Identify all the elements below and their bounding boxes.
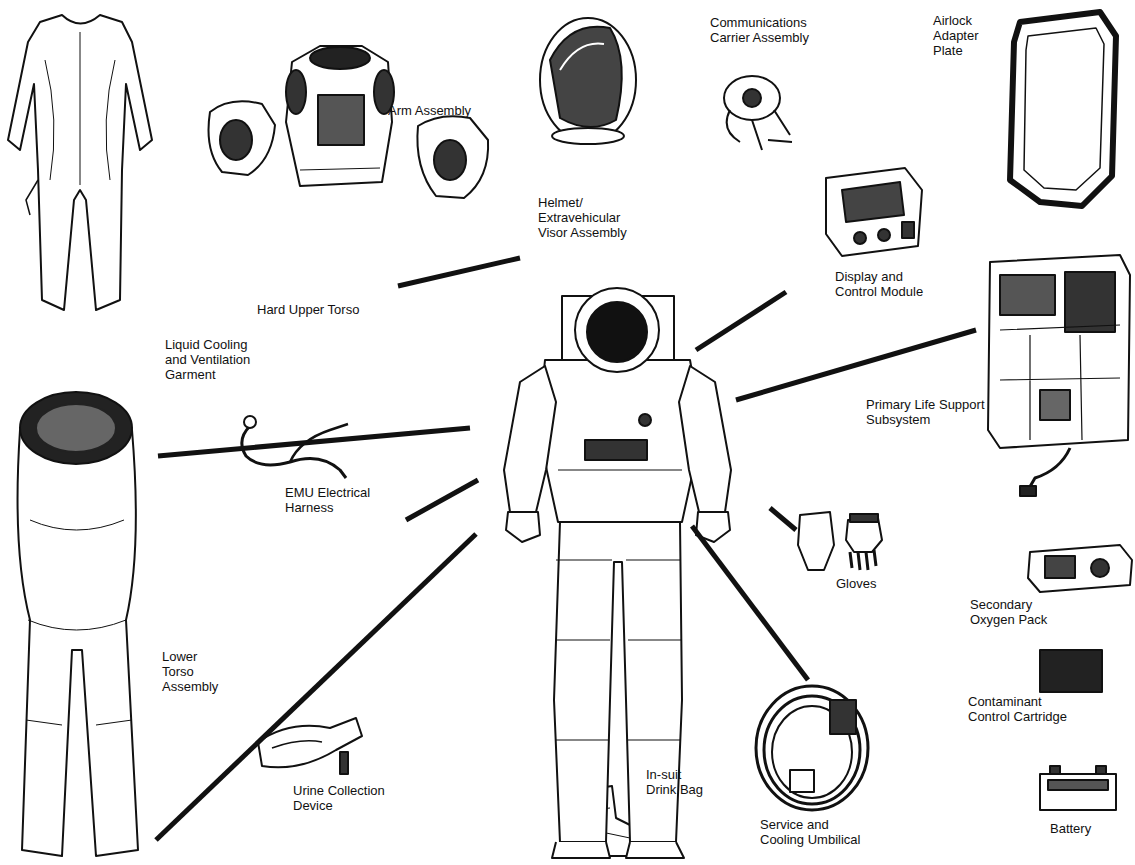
airlock-plate-drawing bbox=[1010, 12, 1116, 206]
astronaut-drawing bbox=[504, 288, 731, 858]
part-label: Communications Carrier Assembly bbox=[710, 16, 828, 46]
arm-drawing bbox=[209, 101, 489, 198]
umbilical-drawing bbox=[756, 686, 868, 810]
lta-drawing bbox=[18, 392, 138, 856]
part-label: EMU Electrical Harness bbox=[285, 486, 395, 516]
helmet-drawing bbox=[540, 18, 636, 144]
ccc-drawing bbox=[1040, 650, 1102, 692]
hut-drawing bbox=[286, 46, 394, 186]
battery-drawing bbox=[1040, 766, 1116, 810]
part-label: Helmet/ Extravehicular Visor Assembly bbox=[538, 196, 638, 241]
part-label: Secondary Oxygen Pack bbox=[970, 598, 1060, 628]
part-label: In-suit Drink Bag bbox=[646, 768, 712, 798]
part-label: Arm Assembly bbox=[388, 104, 471, 119]
dcm-drawing bbox=[826, 168, 922, 256]
part-label: Urine Collection Device bbox=[293, 784, 398, 814]
part-label: Hard Upper Torso bbox=[257, 303, 359, 318]
part-label: Liquid Cooling and Ventilation Garment bbox=[165, 338, 265, 383]
leader-lines bbox=[156, 258, 976, 840]
part-label: Display and Control Module bbox=[835, 270, 940, 300]
gloves-drawing bbox=[798, 512, 882, 570]
lcvg-drawing bbox=[8, 15, 152, 310]
part-label: Service and Cooling Umbilical bbox=[760, 818, 872, 848]
comm-cap-drawing bbox=[724, 76, 792, 150]
part-label: Lower Torso Assembly bbox=[162, 650, 224, 695]
part-label: Gloves bbox=[836, 577, 876, 592]
part-label: Primary Life Support Subsystem bbox=[866, 398, 986, 428]
part-label: Contaminant Control Cartridge bbox=[968, 695, 1083, 725]
part-label: Battery bbox=[1050, 822, 1091, 837]
sop-drawing bbox=[1028, 545, 1132, 592]
plss-drawing bbox=[988, 255, 1130, 496]
part-label: Airlock Adapter Plate bbox=[933, 14, 995, 59]
